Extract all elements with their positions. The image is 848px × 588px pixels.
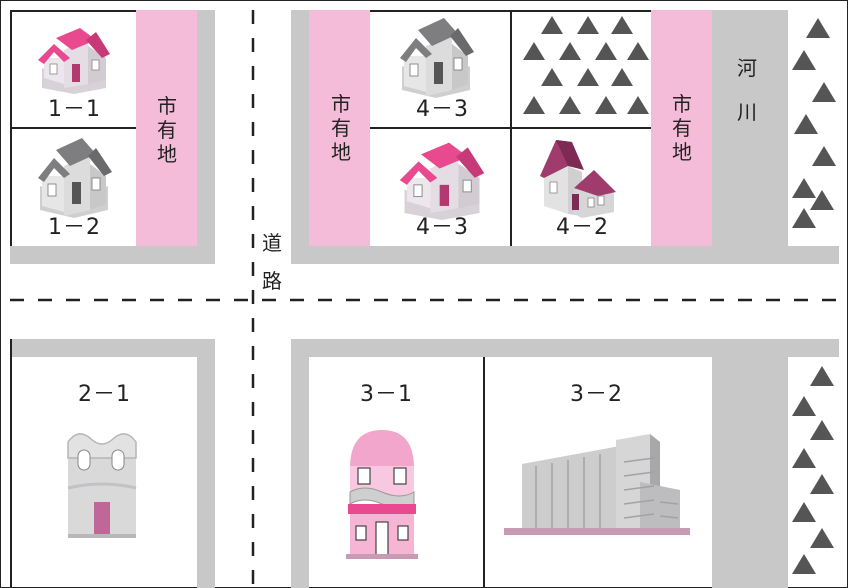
gray-roof-house-icon — [38, 138, 112, 218]
sidewalk-bottom-left-right — [197, 339, 215, 588]
sidewalk-top-left-right — [197, 10, 215, 264]
lot-label-4-3-bottom: 4－3 — [416, 215, 469, 240]
lot-1-divider — [10, 127, 136, 129]
city-land-right — [651, 10, 712, 246]
gray-roof-house-icon — [400, 18, 474, 98]
lot-label-3-1: 3－1 — [360, 382, 413, 407]
lot-label-3-2: 3－2 — [570, 382, 623, 407]
lot-label-4-2: 4－2 — [556, 215, 609, 240]
lot-4-vertical-divider — [510, 10, 512, 246]
forest-right-top — [792, 18, 836, 228]
road-label-bg — [258, 214, 286, 298]
old-gray-house-icon — [67, 433, 137, 538]
road-label: 道路 — [262, 231, 282, 293]
sidewalk-bottom-right-left — [291, 339, 309, 588]
dark-red-roof-house-icon — [540, 140, 616, 218]
city-land-right-label: 市有地 — [672, 92, 692, 164]
pink-shop-building-icon — [346, 430, 418, 559]
block-top-left-top-border — [10, 10, 136, 12]
office-building-icon — [504, 434, 690, 535]
lot-label-4-3-top: 4－3 — [416, 97, 469, 122]
city-land-left-label: 市有地 — [157, 94, 177, 166]
city-land-left — [136, 10, 197, 246]
city-land-mid — [309, 10, 370, 246]
pink-roof-house-icon — [38, 28, 110, 94]
lot-label-1-1: 1－1 — [48, 97, 101, 122]
lot-label-1-2: 1－2 — [48, 215, 101, 240]
sidewalk-bottom-right-top — [291, 339, 839, 357]
sidewalk-top-left-bottom — [10, 246, 215, 264]
sidewalk-top-right-left — [291, 10, 309, 264]
lot-3-vertical-divider — [483, 357, 485, 588]
forest-right-bottom — [792, 366, 834, 574]
block-bottom-left-left-border — [10, 339, 12, 588]
river-label: 河川 — [737, 56, 757, 124]
city-land-mid-label: 市有地 — [331, 92, 351, 164]
sidewalk-top-right-bottom — [291, 246, 839, 264]
pink-roof-house-icon — [399, 142, 485, 220]
sidewalk-bottom-left-top — [10, 339, 215, 357]
river-top — [712, 10, 788, 246]
river-bottom — [712, 357, 788, 588]
forest-lot-4-top-right — [523, 16, 649, 114]
lot-label-2-1: 2－1 — [78, 382, 131, 407]
